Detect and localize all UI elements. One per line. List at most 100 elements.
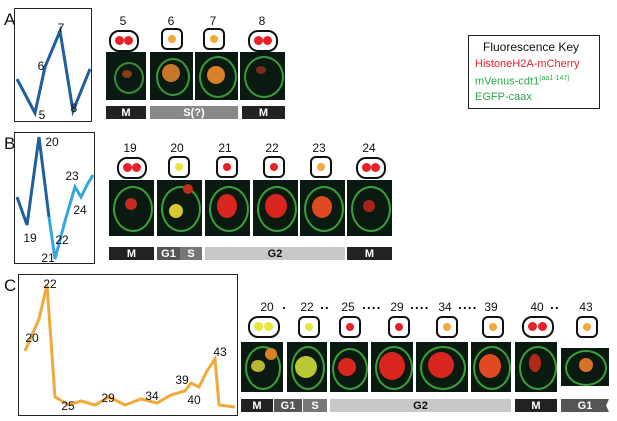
panel-c-point-label: 29 bbox=[101, 391, 115, 405]
panel-c-point-label: 22 bbox=[43, 277, 57, 291]
panel-c-point-label: 25 bbox=[61, 399, 75, 413]
panel-a-letter: A bbox=[4, 10, 16, 29]
cell-orange-nucleus-icon bbox=[203, 28, 225, 50]
panel-c-point-label: 40 bbox=[187, 393, 201, 407]
dividing-cell-icon bbox=[356, 157, 386, 179]
panel-b-point-label: 24 bbox=[73, 203, 87, 217]
panel-a-point-label: 6 bbox=[37, 59, 45, 73]
panel-a-micrograph bbox=[195, 52, 238, 100]
cell-orange-nucleus-icon bbox=[576, 316, 598, 338]
panel-b-letter: B bbox=[4, 134, 16, 153]
panel-c-trace-chart: 20 22 25 29 34 39 40 43 bbox=[18, 274, 238, 416]
panel-c-micrograph bbox=[371, 342, 413, 392]
panel-c-cell-number: 20 bbox=[260, 300, 274, 314]
phase-bar-s: S(?) bbox=[150, 106, 238, 119]
phase-bar-g1: G1 bbox=[561, 399, 609, 412]
panel-b-point-label: 19 bbox=[23, 231, 37, 245]
time-gap-dots: .. bbox=[550, 296, 560, 312]
panel-a-trace-svg bbox=[15, 25, 91, 118]
phase-bar-s: S bbox=[180, 247, 202, 260]
panel-c-micrograph bbox=[416, 342, 468, 392]
phase-bar-g1: G1 bbox=[157, 247, 180, 260]
panel-b-cell-number: 20 bbox=[170, 141, 184, 155]
panel-c-cell-number: 43 bbox=[579, 300, 593, 314]
panel-b-micrograph bbox=[300, 180, 345, 236]
cell-yellow-nucleus-icon bbox=[298, 316, 320, 338]
panel-c-point-label: 34 bbox=[145, 389, 159, 403]
panel-c-micrograph bbox=[330, 342, 368, 392]
panel-c-cell-number: 34 bbox=[438, 300, 452, 314]
panel-c-micrograph bbox=[515, 342, 557, 392]
dividing-cell-icon bbox=[117, 157, 147, 179]
panel-c-letter: C bbox=[4, 276, 17, 295]
panel-c-cell-number: 25 bbox=[341, 300, 355, 314]
panel-a-micrograph bbox=[240, 52, 285, 100]
phase-bar-g2: G2 bbox=[330, 399, 511, 412]
panel-c-trace-svg bbox=[23, 284, 236, 409]
panel-b-cell-number: 21 bbox=[218, 141, 232, 155]
panel-b-point-label: 22 bbox=[55, 233, 69, 247]
panel-b-micrograph bbox=[109, 180, 154, 236]
panel-b-cell-number: 23 bbox=[312, 141, 326, 155]
phase-bar-m: M bbox=[241, 399, 273, 412]
panel-a-trace-line bbox=[15, 25, 91, 118]
cell-orange-nucleus-icon bbox=[310, 156, 332, 178]
dividing-cell-icon bbox=[522, 316, 554, 338]
panel-b-trace-line-light bbox=[47, 174, 94, 260]
phase-bar-m: M bbox=[347, 247, 392, 260]
phase-bar-m: M bbox=[106, 106, 146, 119]
panel-a-cell-number: 5 bbox=[119, 14, 127, 28]
time-gap-dots: .... bbox=[362, 296, 382, 312]
phase-bar-g2: G2 bbox=[205, 247, 345, 260]
panel-c-cell-number: 29 bbox=[390, 300, 404, 314]
panel-b-point-label: 23 bbox=[65, 169, 79, 183]
cell-red-nucleus-icon bbox=[339, 316, 361, 338]
panel-c-micrograph bbox=[287, 342, 327, 392]
panel-a-trace-chart: 5 6 7 8 bbox=[14, 8, 92, 122]
panel-a-cell-number: 6 bbox=[167, 14, 175, 28]
phase-bar-s: S bbox=[303, 399, 327, 412]
time-gap-dots: .... bbox=[410, 296, 430, 312]
time-gap-dots: .. bbox=[320, 296, 330, 312]
panel-c-micrograph bbox=[561, 348, 609, 386]
key-item-egfp: EGFP-caax bbox=[475, 91, 532, 103]
dividing-cell-icon bbox=[109, 30, 139, 52]
phase-bar-m: M bbox=[515, 399, 557, 412]
panel-c-point-label: 43 bbox=[213, 345, 227, 359]
cell-yellow-nucleus-icon bbox=[168, 156, 190, 178]
key-item-histone: HistoneH2A-mCherry bbox=[475, 58, 580, 70]
panel-b-cell-number: 24 bbox=[362, 141, 376, 155]
panel-b-micrograph bbox=[157, 180, 202, 236]
panel-b-micrograph bbox=[253, 180, 298, 236]
cell-red-nucleus-icon bbox=[263, 156, 285, 178]
phase-bar-g1: G1 bbox=[274, 399, 302, 412]
panel-a-cell-number: 8 bbox=[258, 14, 266, 28]
panel-c-cell-number: 40 bbox=[530, 300, 544, 314]
fluorescence-key: Fluorescence Key HistoneH2A-mCherry mVen… bbox=[468, 35, 600, 109]
cell-orange-nucleus-icon bbox=[436, 316, 458, 338]
cell-orange-nucleus-icon bbox=[482, 316, 504, 338]
key-title: Fluorescence Key bbox=[483, 40, 580, 54]
cell-red-nucleus-icon bbox=[216, 156, 238, 178]
panel-b-cell-number: 22 bbox=[265, 141, 279, 155]
cell-red-nucleus-icon bbox=[388, 316, 410, 338]
panel-a-point-label: 7 bbox=[57, 21, 65, 35]
panel-c-micrograph bbox=[241, 342, 283, 392]
panel-a-micrograph bbox=[150, 52, 193, 100]
panel-b-micrograph bbox=[347, 180, 392, 236]
time-gap-dots: .... bbox=[458, 296, 478, 312]
panel-c-micrograph bbox=[471, 342, 511, 392]
panel-b-micrograph bbox=[205, 180, 250, 236]
panel-a-point-label: 8 bbox=[70, 101, 78, 115]
panel-b-trace-svg bbox=[15, 136, 94, 260]
panel-c-point-label: 20 bbox=[25, 331, 39, 345]
panel-c-point-label: 39 bbox=[175, 373, 189, 387]
panel-b-point-label: 20 bbox=[45, 135, 59, 149]
phase-bar-m: M bbox=[242, 106, 285, 119]
panel-b-trace-chart: 19 20 21 22 23 24 bbox=[14, 132, 95, 265]
time-gap-dots: . bbox=[282, 296, 287, 312]
dividing-cell-icon bbox=[248, 316, 280, 338]
panel-b-trace-line-dark bbox=[15, 136, 51, 226]
dividing-cell-icon bbox=[248, 30, 278, 52]
cell-orange-nucleus-icon bbox=[161, 28, 183, 50]
